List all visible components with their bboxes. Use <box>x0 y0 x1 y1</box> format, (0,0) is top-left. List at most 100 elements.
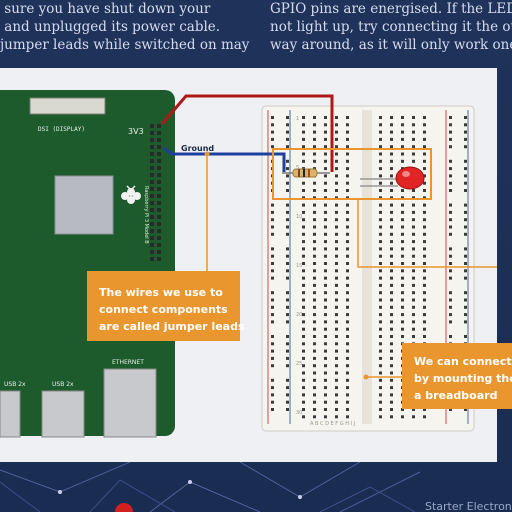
breadboard-hole <box>412 335 415 338</box>
breadboard-hole <box>346 269 349 273</box>
breadboard-hole <box>390 167 393 171</box>
breadboard-hole <box>313 408 316 411</box>
breadboard-hole <box>449 335 452 338</box>
breadboard-hole <box>302 342 305 346</box>
breadboard-hole <box>335 335 338 338</box>
breadboard-hole <box>286 225 289 229</box>
breadboard-hole <box>271 116 274 119</box>
breadboard-hole <box>379 408 382 411</box>
breadboard-hole <box>286 145 289 149</box>
breadboard-hole <box>423 313 426 317</box>
breadboard-hole <box>390 240 393 244</box>
breadboard-hole <box>412 254 415 258</box>
gpio-pin <box>157 180 161 184</box>
breadboard-hole <box>390 116 393 119</box>
breadboard-hole <box>449 218 452 222</box>
breadboard-hole <box>390 327 393 331</box>
breadboard-hole <box>313 269 316 273</box>
breadboard-hole <box>379 167 382 171</box>
gpio-pin <box>150 159 154 163</box>
breadboard-hole <box>423 130 426 134</box>
leader-dot-breadboard <box>363 374 369 380</box>
breadboard-hole <box>271 364 274 368</box>
breadboard-hole <box>324 305 327 309</box>
breadboard-hole <box>412 320 415 324</box>
breadboard-hole <box>286 181 289 185</box>
breadboard-hole <box>449 181 452 185</box>
breadboard-row-number: 15 <box>296 263 302 269</box>
breadboard-hole <box>335 327 338 331</box>
breadboard-hole <box>271 393 274 397</box>
breadboard-hole <box>346 181 349 185</box>
breadboard-hole <box>379 378 382 382</box>
breadboard-hole <box>302 415 305 419</box>
breadboard-hole <box>324 276 327 280</box>
breadboard-hole <box>346 262 349 265</box>
breadboard-hole <box>390 254 393 258</box>
breadboard-hole <box>464 189 467 192</box>
breadboard-hole <box>346 254 349 258</box>
breadboard-hole <box>464 254 467 258</box>
breadboard-hole <box>401 335 404 338</box>
breadboard-hole <box>379 254 382 258</box>
breadboard-hole <box>390 189 393 192</box>
breadboard-hole <box>335 189 338 192</box>
breadboard-hole <box>286 305 289 309</box>
breadboard-hole <box>379 210 382 214</box>
breadboard-hole <box>346 408 349 411</box>
breadboard-hole <box>335 298 338 302</box>
breadboard-hole <box>464 313 467 317</box>
breadboard-hole <box>464 247 467 251</box>
breadboard-hole <box>449 145 452 149</box>
breadboard-hole <box>324 225 327 229</box>
breadboard-hole <box>379 174 382 178</box>
breadboard-hole <box>286 210 289 214</box>
breadboard-hole <box>302 400 305 404</box>
gpio-pin <box>150 124 154 128</box>
breadboard-hole <box>379 123 382 127</box>
breadboard-hole <box>390 313 393 317</box>
breadboard-hole <box>464 262 467 265</box>
breadboard-hole <box>335 415 338 419</box>
breadboard-hole <box>390 371 393 375</box>
breadboard-hole <box>335 291 338 295</box>
breadboard-hole <box>313 240 316 244</box>
breadboard-hole <box>271 210 274 214</box>
gpio-pin <box>157 173 161 177</box>
breadboard-hole <box>286 137 289 141</box>
breadboard-hole <box>302 408 305 411</box>
breadboard-hole <box>390 276 393 280</box>
breadboard-hole <box>324 371 327 375</box>
breadboard-hole <box>335 232 338 236</box>
breadboard-hole <box>423 203 426 207</box>
breadboard-hole <box>302 276 305 280</box>
gpio-pin <box>150 180 154 184</box>
breadboard-hole <box>449 130 452 134</box>
breadboard-hole <box>302 159 305 163</box>
breadboard-hole <box>346 298 349 302</box>
breadboard-hole <box>390 378 393 382</box>
breadboard-hole <box>412 305 415 309</box>
breadboard-hole <box>313 196 316 200</box>
breadboard-hole <box>379 305 382 309</box>
breadboard-hole <box>401 247 404 251</box>
breadboard-hole <box>423 408 426 411</box>
breadboard-hole <box>324 240 327 244</box>
gpio-pin <box>150 138 154 142</box>
breadboard-hole <box>423 247 426 251</box>
breadboard-hole <box>313 349 316 353</box>
breadboard-hole <box>313 371 316 375</box>
breadboard-hole <box>324 152 327 156</box>
breadboard-hole <box>324 159 327 163</box>
breadboard-hole <box>335 137 338 141</box>
raspberry-pi-board: DSI (DISPLAY) 3V3 Raspberry Pi 3 Model B <box>0 90 175 438</box>
breadboard-hole <box>271 269 274 273</box>
breadboard-hole <box>401 262 404 265</box>
gpio-pin <box>157 159 161 163</box>
breadboard-hole <box>423 240 426 244</box>
breadboard-hole <box>390 291 393 295</box>
callout-jumper-leads: The wires we use to connect components a… <box>87 271 245 341</box>
breadboard-hole <box>449 225 452 229</box>
breadboard-hole <box>401 159 404 163</box>
breadboard-hole <box>335 210 338 214</box>
